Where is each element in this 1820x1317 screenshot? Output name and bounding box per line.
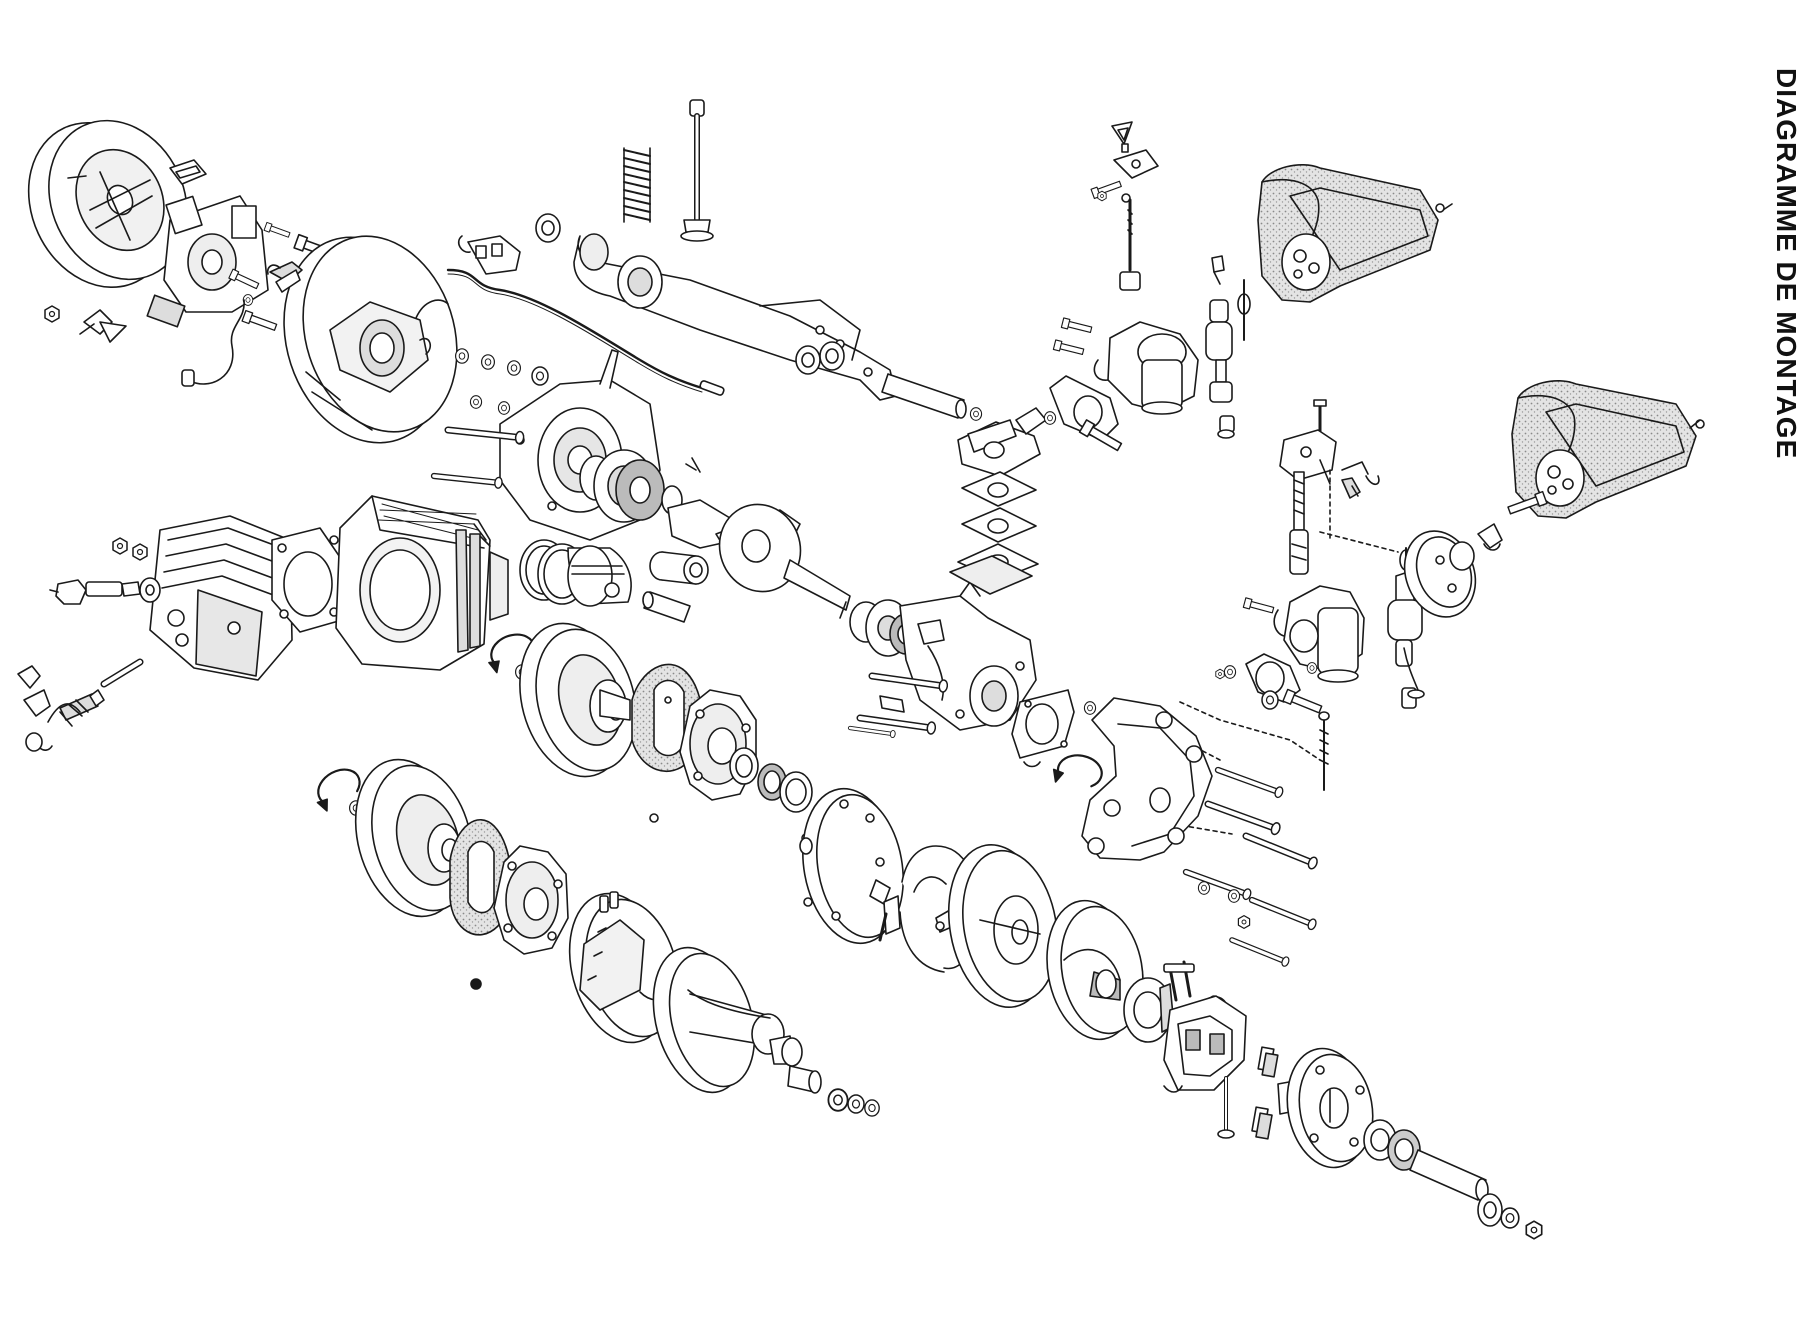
carrier-pins (1218, 1047, 1278, 1139)
variator-ramp (1037, 893, 1153, 1046)
gasket-stack (950, 472, 1038, 594)
switch-box (459, 236, 520, 274)
cylinder-head (150, 516, 292, 680)
spring (624, 146, 650, 226)
lever-arm (574, 234, 896, 400)
carb-body-lower (1274, 586, 1364, 682)
throttle-stop (1090, 122, 1158, 202)
crankcase-studs-right (849, 670, 948, 738)
bushing-set (1124, 978, 1174, 1042)
crankcase-right (900, 582, 1036, 730)
wrist-pin (643, 592, 690, 622)
hub-bearings (1364, 1120, 1420, 1170)
condenser-lead (182, 300, 244, 386)
clutch-drum-1 (504, 611, 651, 789)
clutch-plate-2 (471, 846, 568, 989)
spark-plug (50, 578, 160, 604)
choke-lever (1280, 400, 1379, 484)
bush-pair (796, 342, 844, 374)
piston (568, 546, 631, 606)
carb-mount-lower (1215, 597, 1324, 717)
carb-body-upper (1052, 317, 1198, 414)
mid-slide (1290, 472, 1360, 574)
carb-mount (1043, 376, 1124, 454)
bell-housing (1082, 698, 1212, 860)
intake-flange (1012, 690, 1119, 767)
brake-backing-plate (791, 781, 914, 951)
shaft-tube (882, 374, 966, 418)
diagram-title: DIAGRAMME DE MONTAGE (1771, 68, 1802, 460)
head-nuts (112, 537, 148, 561)
hub-washers (1478, 1194, 1543, 1240)
piston-pin-bushes (650, 552, 708, 584)
flywheel-rotor (2, 98, 212, 311)
clutch-rings-1 (650, 748, 812, 842)
contact-breaker (80, 310, 126, 342)
seal-ring-small (536, 214, 560, 242)
idle-screw (1319, 712, 1329, 790)
clutch-spring-cage (554, 882, 693, 1054)
needle-slide (1120, 200, 1140, 290)
ht-wire (448, 270, 725, 396)
fan-cover (258, 216, 481, 464)
filter-plate (1393, 521, 1487, 627)
flywheel-key (68, 176, 86, 178)
cable-clips (268, 262, 302, 292)
seal-ring-tiny (969, 407, 983, 421)
air-filter-upper (1258, 165, 1452, 302)
long-stud (681, 100, 713, 241)
filter-bolt (1478, 490, 1548, 550)
rear-hub (1278, 1042, 1381, 1174)
intake-manifold (958, 408, 1046, 476)
stator-plate (147, 160, 268, 327)
jet-assembly (1206, 256, 1250, 438)
air-filter-lower (1512, 381, 1704, 518)
drive-pulley (638, 937, 802, 1103)
head-gasket (272, 528, 346, 632)
main-bearing (580, 450, 700, 522)
clutch-drum-2 (339, 747, 487, 928)
pulley-bearings (788, 1066, 880, 1117)
cylinder (336, 496, 508, 670)
clutch-carrier (1164, 996, 1246, 1092)
variator-disc (937, 837, 1069, 1016)
decompressor-valve (18, 662, 140, 751)
rotation-arrow-right (1050, 750, 1106, 791)
hub-spacer (1410, 1150, 1488, 1201)
